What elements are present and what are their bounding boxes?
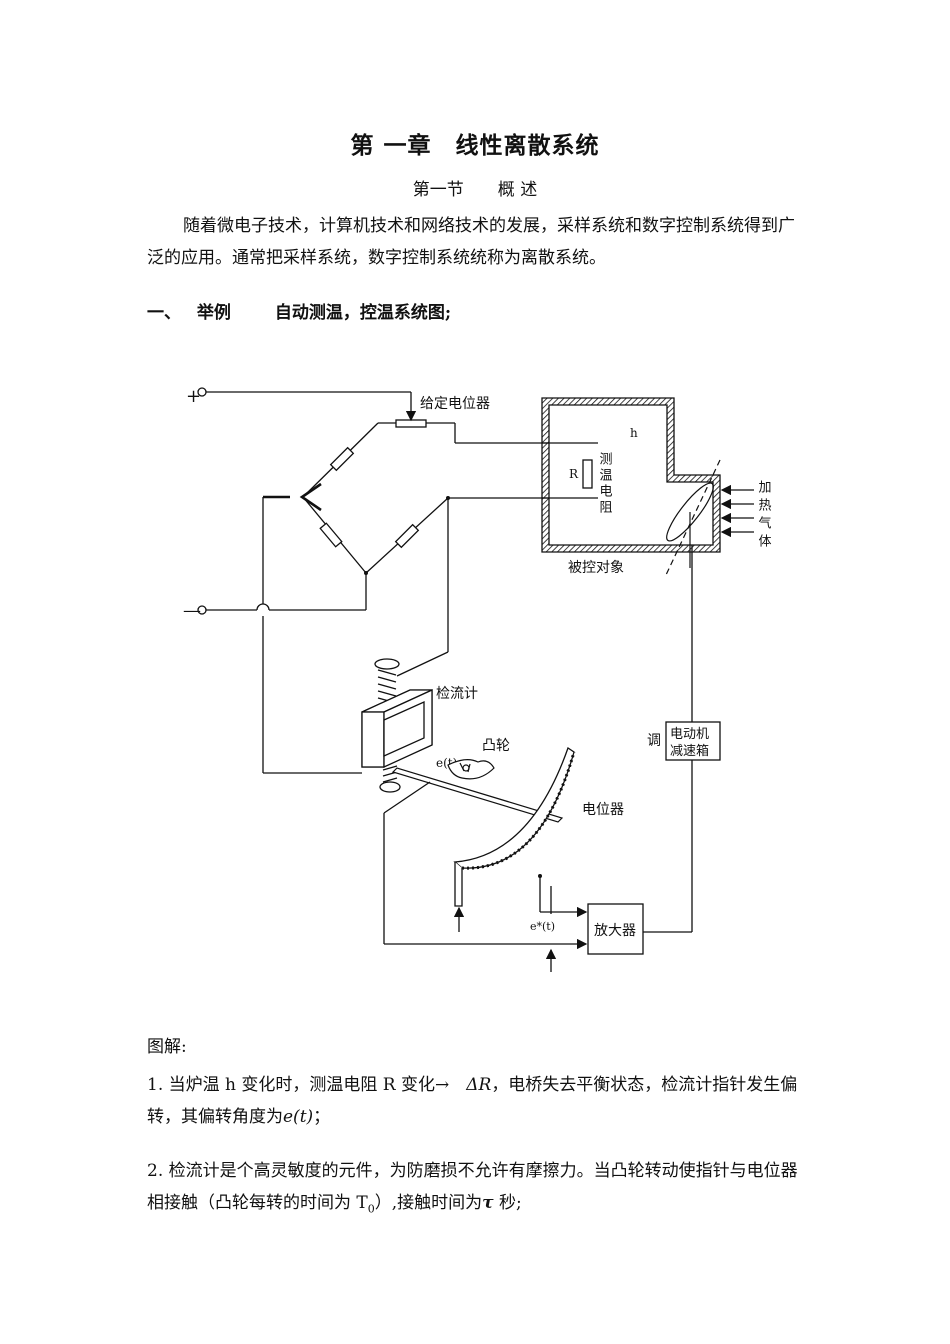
amplifier-label: 放大器 xyxy=(594,923,636,939)
bridge-resistor-3 xyxy=(394,523,420,549)
bridge-detector-symbol xyxy=(263,482,322,512)
e-star-label: e*(t) xyxy=(530,920,555,933)
gas-valve xyxy=(665,459,721,576)
heating-gas-arrows xyxy=(720,484,754,538)
item2-t0-subscript: 0 xyxy=(367,1202,375,1216)
section-title: 第一节 概 述 xyxy=(412,180,538,200)
item1-delta-r: ΔR xyxy=(466,1075,492,1095)
intro-paragraph: 随着微电子技术，计算机技术和网络技术的发展，采样系统和数字控制系统得到广泛的应用… xyxy=(147,216,795,268)
heading-text: 自动测温，控温系统图; xyxy=(274,303,452,323)
rtd-element xyxy=(582,459,593,489)
heading-number: 一、 xyxy=(147,303,181,323)
motor-label: 电动机 xyxy=(670,727,709,742)
bridge-resistor-2 xyxy=(319,522,343,548)
item2-tau: τ xyxy=(482,1193,494,1213)
item2-middle: ）,接触时间为 xyxy=(374,1193,483,1213)
temperature-control-diagram: + — 给定电位器 h R 测温电阻 被控对象 加热气体 xyxy=(183,386,772,972)
example-heading: 一、 举例 自动测温，控温系统图; xyxy=(147,298,451,323)
h-label: h xyxy=(630,426,638,440)
gearbox-label: 减速箱 xyxy=(670,743,709,759)
motor-gearbox-box xyxy=(665,721,721,761)
item1-suffix: ； xyxy=(313,1107,331,1127)
item1-middle: ，电桥失去平衡状态，检流计指针发生偏转，其偏转角度为 xyxy=(147,1075,798,1127)
cam xyxy=(447,759,495,780)
cam-label: 凸轮 xyxy=(482,738,510,754)
explanation-label: 图解: xyxy=(147,1037,187,1057)
setpoint-potentiometer xyxy=(395,419,427,428)
galvanometer-needle xyxy=(391,767,564,823)
item1-prefix: 1. 当炉温 h 变化时，测温电阻 R 变化→ xyxy=(147,1075,467,1095)
item1-e-t: e(t) xyxy=(283,1107,314,1127)
arc-potentiometer xyxy=(453,746,576,907)
chapter-title: 第 一章 线性离散系统 xyxy=(350,132,600,159)
plant-label: 被控对象 xyxy=(568,560,624,576)
item2-suffix: 秒; xyxy=(493,1193,522,1213)
minus-sign: — xyxy=(183,600,201,621)
adjust-label: 调 xyxy=(647,733,661,749)
furnace xyxy=(541,397,721,553)
heating-gas-label: 加热气体 xyxy=(756,480,772,552)
setpoint-potentiometer-label: 给定电位器 xyxy=(420,396,490,412)
explanation-item-1: 1. 当炉温 h 变化时，测温电阻 R 变化→ ΔR，电桥失去平衡状态，检流计指… xyxy=(147,1069,807,1133)
potentiometer-label: 电位器 xyxy=(582,802,624,818)
amplifier-box xyxy=(587,903,644,955)
r-label: R xyxy=(569,467,579,481)
galvanometer-label: 检流计 xyxy=(436,686,478,702)
item2-prefix: 2. 检流计是个高灵敏度的元件，为防磨损不允许有摩擦力。当凸轮转动使指针与电位器… xyxy=(147,1161,798,1213)
explanation-item-2: 2. 检流计是个高灵敏度的元件，为防磨损不允许有摩擦力。当凸轮转动使指针与电位器… xyxy=(147,1155,807,1225)
plus-sign: + xyxy=(186,386,201,407)
bridge-resistor-1 xyxy=(329,446,355,472)
rtd-label: 测温电阻 xyxy=(597,452,613,516)
galvanometer xyxy=(361,658,433,793)
heading-label: 举例 xyxy=(196,303,231,323)
